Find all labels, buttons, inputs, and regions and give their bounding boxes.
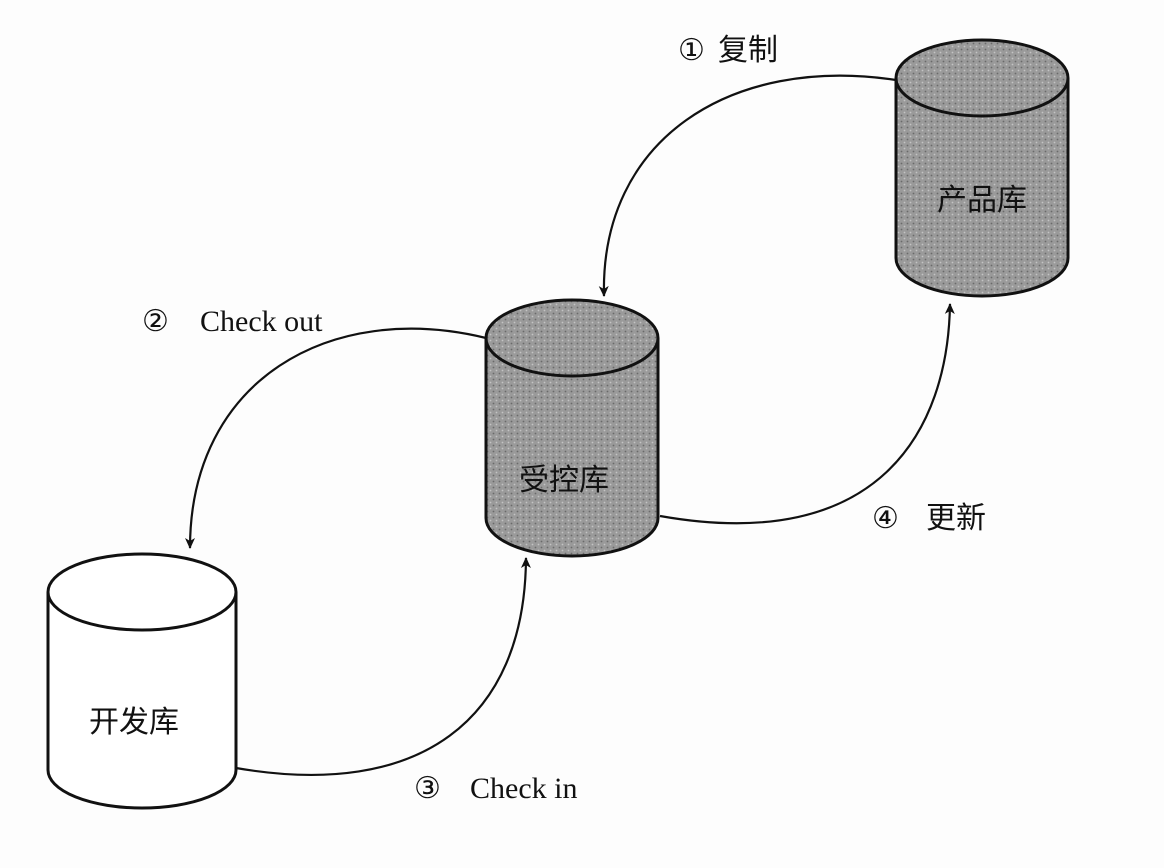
copy-text: 复制	[718, 33, 778, 68]
copy-number: ①	[678, 34, 705, 67]
controlled-repository-label: 受控库	[519, 463, 609, 498]
update-text: 更新	[926, 501, 986, 536]
check-in-text: Check in	[470, 772, 577, 805]
controlled-repository: 受控库	[484, 298, 660, 558]
check-in-arrow	[235, 557, 531, 777]
check-out-number: ②	[142, 305, 169, 338]
update-label: ④ 更新	[872, 501, 986, 536]
copy-label: ① 复制	[678, 33, 778, 68]
copy-arrow	[598, 74, 897, 297]
update-arrow	[659, 303, 955, 525]
development-repository-label: 开发库	[89, 705, 179, 740]
check-out-arrow	[185, 327, 487, 549]
check-out-label: ② Check out	[142, 305, 323, 338]
update-number: ④	[872, 502, 899, 535]
product-repository: 产品库	[894, 38, 1070, 298]
development-repository: 开发库	[46, 552, 238, 810]
check-in-label: ③ Check in	[414, 772, 577, 805]
check-in-number: ③	[414, 772, 441, 805]
product-repository-label: 产品库	[937, 183, 1027, 218]
check-out-text: Check out	[200, 305, 323, 338]
